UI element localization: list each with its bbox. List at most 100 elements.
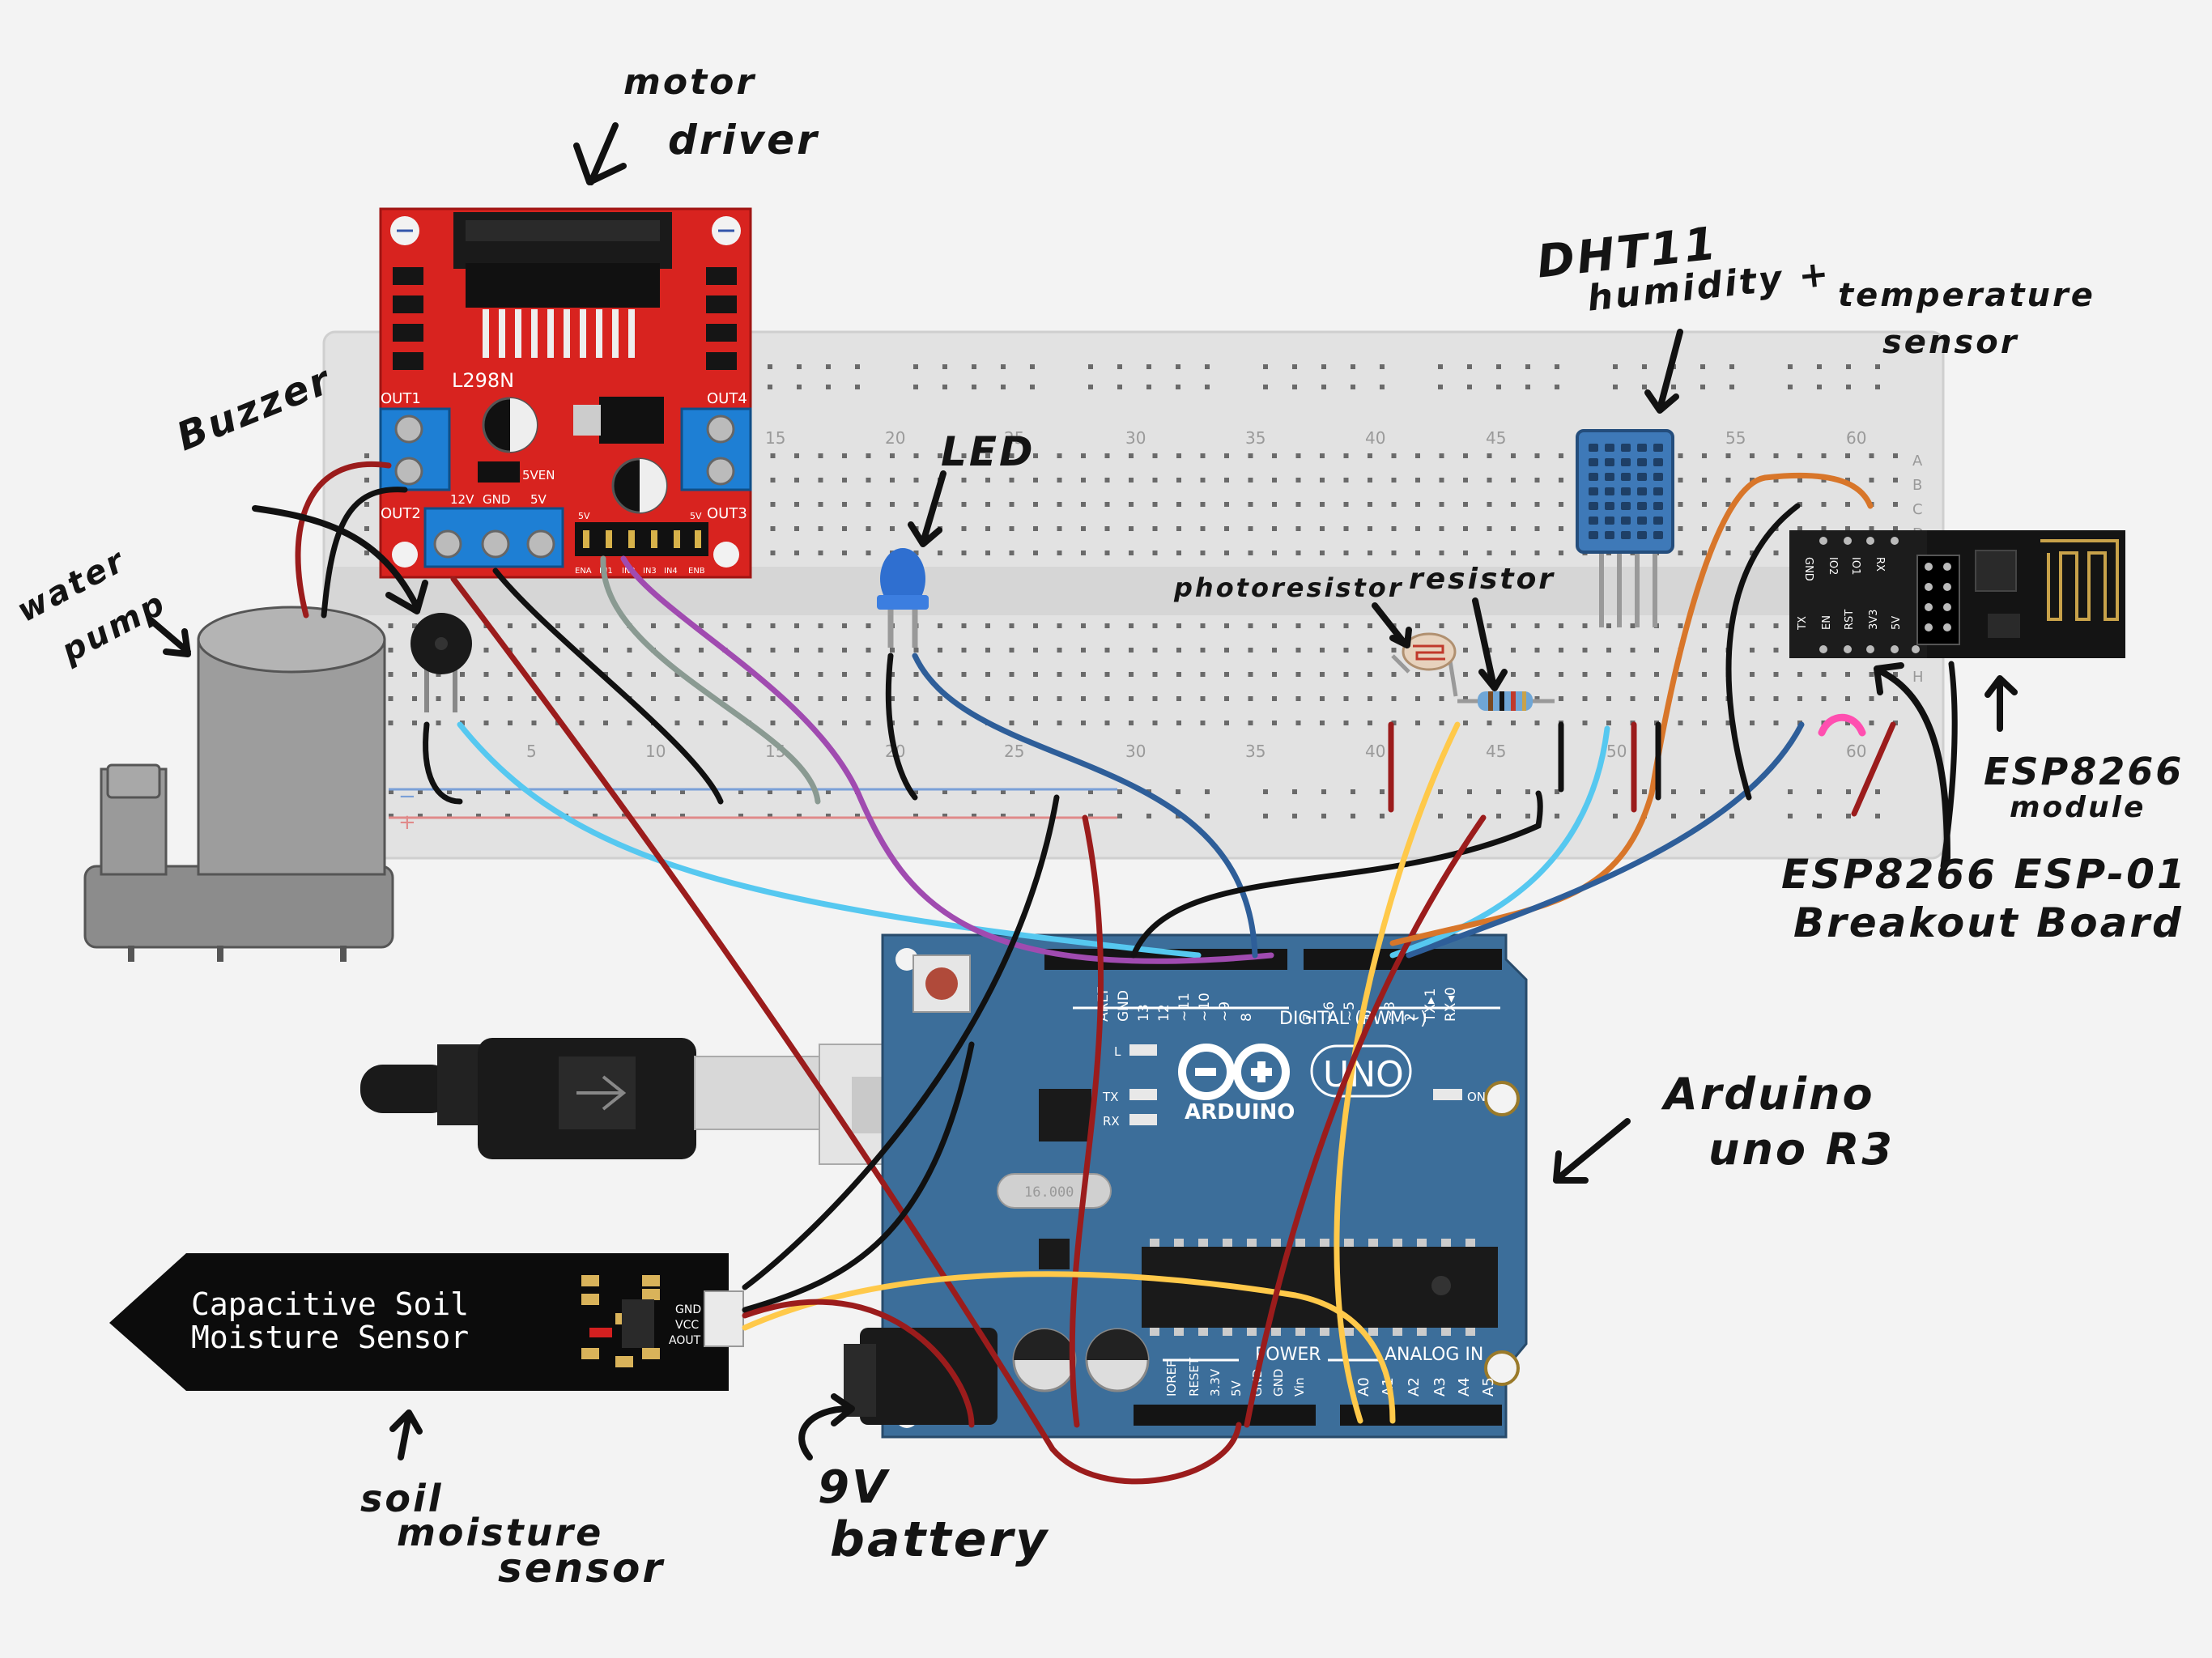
- esp-pin-rx: RX: [1874, 557, 1886, 572]
- esp-pin-tx: TX: [1797, 616, 1809, 631]
- bb-top-number: 45: [1486, 428, 1506, 448]
- bb-top-number: 20: [885, 428, 905, 448]
- label-led: LED: [941, 428, 1036, 475]
- l-led-label: L: [1114, 1044, 1121, 1059]
- arduino-brand: ARDUINO: [1185, 1100, 1295, 1124]
- esp-pin-en: EN: [1821, 615, 1833, 630]
- soil-moisture-sensor: Capacitive Soil Moisture Sensor GND VCC …: [109, 1253, 744, 1391]
- bb-top-number: 35: [1245, 428, 1266, 448]
- analog-pin-label: A2: [1406, 1377, 1423, 1397]
- esp-pin-rst: RST: [1844, 610, 1856, 630]
- label-battery-2: battery: [830, 1511, 1050, 1568]
- power-pin-label: GND: [1271, 1369, 1286, 1397]
- row-letter-a: A: [1912, 453, 1923, 470]
- jumper-5ven-label: 5VEN: [522, 468, 555, 483]
- bb-bottom-number: 5: [526, 742, 537, 761]
- label-soil-2: moisture: [397, 1511, 604, 1554]
- digital-pin-label: ~6: [1321, 1001, 1338, 1022]
- label-soil-1: soil: [360, 1477, 444, 1520]
- esp-pin-3v3: 3V3: [1868, 610, 1880, 630]
- soil-sensor-title-1: Capacitive Soil: [191, 1286, 469, 1322]
- row-letter-h: H: [1912, 669, 1924, 686]
- logic-pin-enb: ENB: [688, 567, 705, 576]
- digital-pin-label: ~5: [1342, 1001, 1358, 1022]
- led: [877, 548, 929, 648]
- bb-bottom-number: 45: [1486, 742, 1506, 761]
- soil-pin-vcc: VCC: [675, 1319, 699, 1332]
- bb-bottom-number: 10: [645, 742, 666, 761]
- digital-pin-label: ~3: [1382, 1001, 1398, 1022]
- logic-5v-left: 5V: [578, 511, 590, 521]
- label-battery-1: 9V: [818, 1461, 890, 1514]
- label-dht11-3: temperature: [1838, 277, 2095, 314]
- row-letter-c: C: [1912, 501, 1923, 518]
- buzzer: [410, 613, 472, 712]
- label-esp8266-module-2: module: [2010, 791, 2146, 824]
- digital-pin-label: ~9: [1217, 1001, 1233, 1022]
- label-esp-breakout-1: ESP8266 ESP-01: [1781, 851, 2188, 898]
- l298n-chip-label: L298N: [452, 369, 514, 392]
- label-resistor: resistor: [1409, 563, 1556, 596]
- digital-pwm-label: DIGITAL (PWM~): [1279, 1009, 1427, 1029]
- soil-pin-aout: AOUT: [669, 1334, 701, 1347]
- soil-pin-gnd: GND: [675, 1303, 701, 1316]
- bb-bottom-number: 60: [1846, 742, 1866, 761]
- bb-top-number: 55: [1725, 428, 1746, 448]
- esp-pin-io2: IO2: [1827, 557, 1839, 575]
- analog-pin-label: A0: [1355, 1377, 1372, 1397]
- rail-minus-label: −: [398, 784, 416, 809]
- analog-pin-label: A4: [1456, 1377, 1473, 1397]
- power-pin-12v: 12V: [450, 492, 474, 507]
- power-pin-label: 3.3V: [1208, 1368, 1223, 1397]
- esp8266-module: GND IO2 IO1 RX TX EN RST 3V3 5V: [1789, 530, 2125, 658]
- label-dht11-4: sensor: [1882, 324, 2019, 361]
- logic-pin-ena: ENA: [575, 567, 592, 576]
- esp-pin-5v: 5V: [1891, 616, 1903, 630]
- digital-pin-label: 2: [1402, 1013, 1419, 1022]
- label-soil-3: sensor: [498, 1545, 666, 1592]
- bb-bottom-number: 50: [1606, 742, 1627, 761]
- rail-plus-label: +: [398, 810, 416, 835]
- power-pin-label: Vin: [1292, 1377, 1307, 1397]
- label-arduino-1: Arduino: [1664, 1069, 1875, 1120]
- wires: [295, 461, 1958, 1485]
- on-led-label: ON: [1467, 1090, 1486, 1104]
- logic-5v-right: 5V: [690, 511, 702, 521]
- bb-bottom-number: 35: [1245, 742, 1266, 761]
- label-motor-driver-2: driver: [668, 117, 819, 164]
- tx-led-label: TX: [1102, 1090, 1118, 1104]
- digital-pin-label: TX▸1: [1423, 988, 1439, 1022]
- logic-pin-in2: IN2: [622, 567, 636, 576]
- arduino-infinity-logo: [1178, 1044, 1290, 1100]
- power-pin-label: 5V: [1229, 1380, 1244, 1397]
- bb-bottom-number: 25: [1004, 742, 1024, 761]
- digital-pin-label: RX◂0: [1443, 987, 1459, 1022]
- resistor: [1457, 691, 1555, 711]
- bb-top-number: 40: [1365, 428, 1385, 448]
- bb-top-number: 60: [1846, 428, 1866, 448]
- soil-sensor-title-2: Moisture Sensor: [191, 1320, 469, 1355]
- logic-pin-in3: IN3: [643, 567, 657, 576]
- digital-pin-label: 7: [1301, 1013, 1317, 1022]
- out1-label: OUT1: [381, 390, 421, 407]
- analog-header-label: ANALOG IN: [1385, 1345, 1483, 1365]
- label-esp8266-module-1: ESP8266: [1984, 750, 2184, 793]
- digital-pin-label: 8: [1239, 1013, 1255, 1022]
- bb-bottom-number: 30: [1125, 742, 1146, 761]
- motor-driver-board: L298N OUT1 OUT4 OUT2 OUT3 12V GND 5V 5VE…: [379, 207, 752, 579]
- power-pin-5v: 5V: [530, 492, 547, 507]
- bb-top-number: 30: [1125, 428, 1146, 448]
- out3-label: OUT3: [707, 505, 747, 522]
- photoresistor: [1391, 632, 1458, 697]
- uno-model: UNO: [1323, 1054, 1404, 1095]
- out2-label: OUT2: [381, 505, 421, 522]
- rx-led-label: RX: [1103, 1114, 1120, 1129]
- analog-pin-label: A5: [1480, 1377, 1497, 1397]
- crystal-label: 16.000: [1024, 1184, 1074, 1201]
- power-header-label: POWER: [1255, 1345, 1321, 1365]
- esp-pin-gnd: GND: [1802, 557, 1814, 581]
